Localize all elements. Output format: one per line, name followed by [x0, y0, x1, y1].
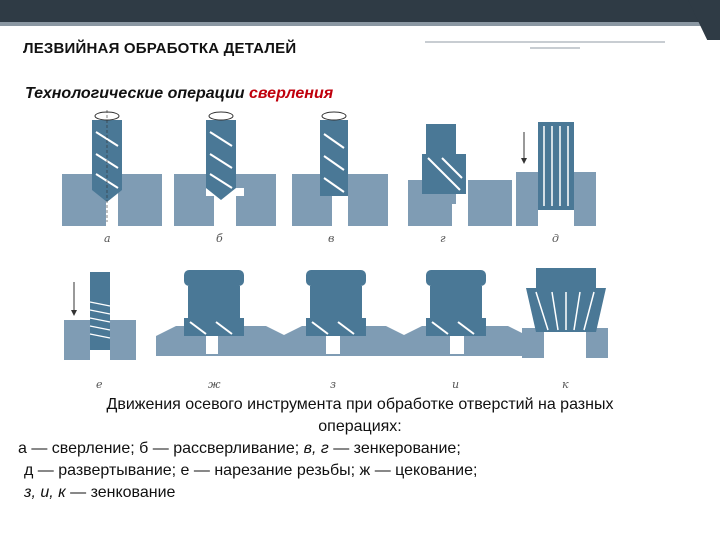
label-d: д — [552, 232, 559, 245]
label-b: б — [216, 232, 223, 245]
operation-g-countersinking — [408, 124, 512, 226]
label-z: з — [330, 378, 336, 391]
figure-caption: Движения осевого инструмента при обработ… — [0, 394, 720, 504]
operation-k-countersinking — [522, 268, 608, 358]
operation-zh-spot-facing — [156, 270, 286, 356]
operation-z-countersinking — [282, 270, 406, 356]
caption-line-3a: а — сверление; б — рассверливание; — [18, 440, 304, 457]
decor-line — [530, 47, 580, 49]
label-v: в — [328, 232, 334, 245]
operation-i-countersinking — [402, 270, 528, 356]
caption-line-5b: — зенкование — [65, 484, 176, 501]
caption-line-5: з, и, к — зенкование — [0, 482, 720, 504]
label-a: а — [104, 232, 111, 245]
operation-v-countersinking — [292, 111, 388, 226]
caption-line-4: д — развертывание; е — нарезание резьбы;… — [24, 462, 478, 479]
decor-line — [425, 41, 665, 43]
operation-a-drilling — [62, 110, 162, 226]
operation-d-reaming-finish — [516, 122, 596, 226]
label-zh: ж — [208, 378, 221, 391]
label-i: и — [452, 378, 459, 391]
label-g: г — [440, 232, 446, 245]
subtitle-highlight: сверления — [249, 85, 334, 102]
caption-line-3c: — зенкерование; — [328, 440, 461, 457]
caption-line-3b: в, г — [303, 440, 329, 457]
operation-b-reaming — [174, 111, 276, 226]
subtitle: Технологические операции сверления — [25, 85, 333, 103]
caption-line-2: операциях: — [318, 418, 402, 435]
caption-line-3: а — сверление; б — рассверливание; в, г … — [0, 438, 720, 460]
drilling-operations-figure: а б в г д — [62, 110, 608, 391]
operation-e-threading — [64, 272, 136, 360]
label-e: е — [96, 378, 103, 391]
caption-line-1: Движения осевого инструмента при обработ… — [106, 396, 614, 413]
top-bar-accent — [0, 22, 720, 26]
subtitle-prefix: Технологические операции — [25, 85, 250, 102]
slide-title: ЛЕЗВИЙНАЯ ОБРАБОТКА ДЕТАЛЕЙ — [23, 40, 297, 57]
label-k: к — [562, 378, 569, 391]
top-bar — [0, 0, 720, 22]
caption-line-5a: з, и, к — [24, 484, 66, 501]
